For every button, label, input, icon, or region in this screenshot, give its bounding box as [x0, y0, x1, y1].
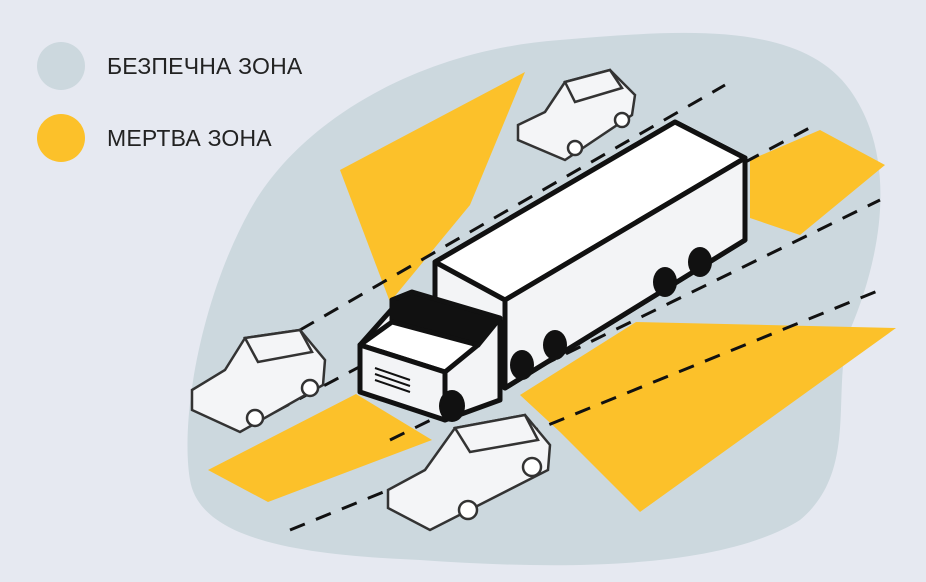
dead-zone-dot-icon [37, 114, 85, 162]
legend-item-safe-zone: БЕЗПЕЧНА ЗОНА [37, 42, 302, 90]
dead-zone-front [208, 394, 432, 502]
car-top [516, 68, 637, 162]
legend-item-dead-zone: МЕРТВА ЗОНА [37, 114, 272, 162]
dead-zone-front-left [340, 72, 525, 302]
dead-zone-rear-right [750, 130, 885, 235]
dead-zone-right-side [520, 322, 896, 512]
safe-zone-dot-icon [37, 42, 85, 90]
legend-label: МЕРТВА ЗОНА [107, 124, 272, 151]
car-bottom [386, 413, 552, 532]
car-left [190, 328, 327, 434]
truck [357, 119, 748, 423]
legend-label: БЕЗПЕЧНА ЗОНА [107, 52, 303, 79]
